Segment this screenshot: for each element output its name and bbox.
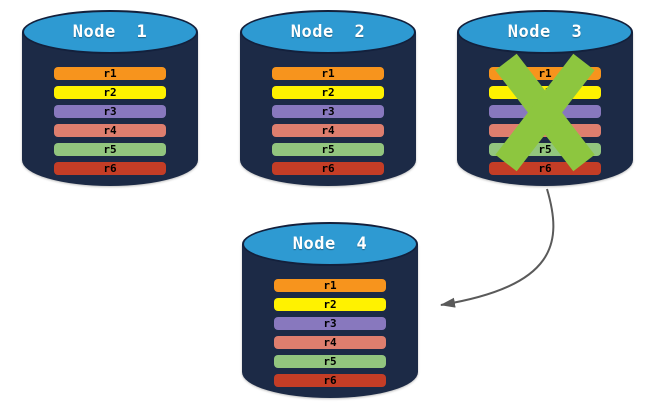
replica-bar: r5 <box>54 143 166 156</box>
cylinder-top: Node 4 <box>242 222 418 266</box>
replica-list: r1 r2 r3 r4 r5 r6 <box>274 279 386 387</box>
replica-bar: r5 <box>489 143 601 156</box>
replica-bar: r3 <box>272 105 384 118</box>
replica-bar: r6 <box>272 162 384 175</box>
replica-bar: r3 <box>274 317 386 330</box>
replica-bar: r4 <box>274 336 386 349</box>
replica-bar: r4 <box>489 124 601 137</box>
replica-bar: r2 <box>489 86 601 99</box>
replica-bar: r2 <box>274 298 386 311</box>
replica-bar: r6 <box>54 162 166 175</box>
replica-bar: r6 <box>489 162 601 175</box>
replica-list: r1 r2 r3 r4 r5 r6 <box>54 67 166 175</box>
replica-bar: r6 <box>274 374 386 387</box>
node-1: Node 1 r1 r2 r3 r4 r5 r6 <box>22 10 198 186</box>
node-title: Node 3 <box>507 22 583 42</box>
replica-bar: r4 <box>272 124 384 137</box>
node-title: Node 2 <box>290 22 366 42</box>
replica-list: r1 r2 r3 r4 r5 r6 <box>489 67 601 175</box>
cylinder-top: Node 1 <box>22 10 198 54</box>
node-title: Node 1 <box>72 22 148 42</box>
replica-bar: r1 <box>54 67 166 80</box>
node-4: Node 4 r1 r2 r3 r4 r5 r6 <box>242 222 418 398</box>
replica-bar: r3 <box>54 105 166 118</box>
replica-bar: r5 <box>274 355 386 368</box>
failover-arrow <box>440 188 555 308</box>
replica-bar: r2 <box>54 86 166 99</box>
cylinder-top: Node 3 <box>457 10 633 54</box>
replica-list: r1 r2 r3 r4 r5 r6 <box>272 67 384 175</box>
node-2: Node 2 r1 r2 r3 r4 r5 r6 <box>240 10 416 186</box>
node-title: Node 4 <box>292 234 368 254</box>
replica-bar: r3 <box>489 105 601 118</box>
replica-bar: r1 <box>489 67 601 80</box>
node-3: Node 3 r1 r2 r3 r4 r5 r6 <box>457 10 633 186</box>
cylinder-top: Node 2 <box>240 10 416 54</box>
replica-bar: r1 <box>272 67 384 80</box>
replica-bar: r4 <box>54 124 166 137</box>
replica-bar: r5 <box>272 143 384 156</box>
replica-bar: r2 <box>272 86 384 99</box>
replica-bar: r1 <box>274 279 386 292</box>
